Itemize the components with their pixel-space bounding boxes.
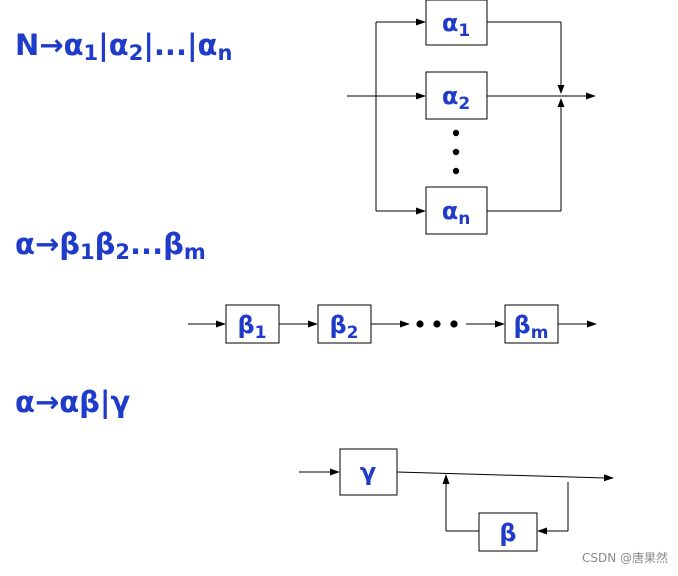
seq-box-m-glyph: β xyxy=(514,311,531,339)
seq-box-m xyxy=(504,304,559,344)
seq-arrow-boxm xyxy=(495,320,505,328)
rule-sequence: α→β1β2...βm xyxy=(15,227,206,264)
rec-exit-arrow xyxy=(604,474,614,482)
seq-box-1-sub: 1 xyxy=(255,323,267,343)
alt-box-2-sub: 2 xyxy=(458,94,470,114)
alt-ellipsis-dot-1 xyxy=(452,129,460,137)
watermark: CSDN @唐果然 xyxy=(581,551,668,565)
rule2-betam: β xyxy=(163,227,184,261)
alt-box-1-glyph: α xyxy=(442,9,459,37)
rule1-alpha1-sub: 1 xyxy=(84,41,99,65)
alternation-diagram: α1 α2 αn xyxy=(347,0,596,235)
rule1-alpha2: α xyxy=(109,28,129,62)
rule1-alphan-sub: n xyxy=(217,41,232,65)
alt-box-n-glyph: α xyxy=(442,197,459,225)
seq-box-1 xyxy=(225,304,280,344)
rec-gamma-out xyxy=(396,471,607,479)
seq-arrow-box1 xyxy=(216,320,226,328)
rec-beta-box xyxy=(478,512,538,552)
recursion-diagram: γ β xyxy=(299,448,614,552)
alt-box-n-sub: n xyxy=(458,209,470,229)
alt-box-1 xyxy=(425,0,488,46)
sequence-diagram: β1 β2 βm xyxy=(188,304,597,344)
alt-arrow-box2 xyxy=(416,92,426,100)
seq-box-2 xyxy=(317,304,372,344)
seq-box-2-sub: 2 xyxy=(347,323,359,343)
rec-beta-label: β xyxy=(499,519,516,547)
rule3-lhs: α xyxy=(15,385,35,419)
alt-ellipsis-dot-3 xyxy=(452,167,460,175)
rule2-beta2: β xyxy=(95,227,116,261)
rule2-mid: ... xyxy=(130,227,163,261)
alt-box-1-label: α1 xyxy=(442,9,470,41)
rule-recursion: α→αβ|γ xyxy=(15,385,131,419)
alt-box-n-label: αn xyxy=(442,197,471,229)
seq-arrow-box2 xyxy=(308,320,318,328)
seq-ellipsis-dot-3 xyxy=(450,320,458,328)
rule2-betam-sub: m xyxy=(184,240,206,264)
seq-box-1-glyph: β xyxy=(237,311,254,339)
alt-arrow-boxn xyxy=(416,207,426,215)
alt-box-1-sub: 1 xyxy=(458,21,470,41)
seq-ellipsis-dot-2 xyxy=(433,320,441,328)
seq-box-2-label: β2 xyxy=(329,311,358,343)
rule2-beta2-sub: 2 xyxy=(115,240,130,264)
rule1-alpha2-sub: 2 xyxy=(129,41,144,65)
rule-alternation: N→α1|α2|...|αn xyxy=(15,28,232,65)
rule2-beta1: β xyxy=(59,227,80,261)
rule1-alpha1: α xyxy=(64,28,84,62)
rec-loop-arrow-up xyxy=(442,474,450,484)
seq-box-m-sub: m xyxy=(531,323,549,343)
rule1-lhs: N xyxy=(15,28,39,62)
alt-box-n xyxy=(425,186,488,235)
rule1-sep: | xyxy=(98,28,109,62)
alt-merge-arrow-down xyxy=(557,85,565,94)
rule3-arrow: → xyxy=(35,385,59,419)
alt-box-2-label: α2 xyxy=(442,82,470,114)
alt-box-2 xyxy=(425,71,488,120)
rule1-alphan: α xyxy=(198,28,218,62)
rule2-beta1-sub: 1 xyxy=(80,240,95,264)
rule1-arrow: → xyxy=(39,28,63,62)
alt-arrow-box1 xyxy=(416,18,426,26)
seq-exit-arrow xyxy=(587,320,597,328)
alt-exit-arrow xyxy=(586,92,596,100)
rec-gamma-box xyxy=(339,448,398,496)
alt-merge-arrow-up xyxy=(557,98,565,107)
rec-gamma-label: γ xyxy=(360,458,376,486)
alt-box-2-glyph: α xyxy=(442,82,459,110)
seq-arrow-dots xyxy=(400,320,410,328)
rule2-arrow: → xyxy=(35,227,59,261)
seq-box-2-glyph: β xyxy=(329,311,346,339)
rec-arrow-beta xyxy=(537,527,547,535)
seq-ellipsis-dot-1 xyxy=(416,320,424,328)
rule2-lhs: α xyxy=(15,227,35,261)
rule3-body: αβ|γ xyxy=(59,385,130,419)
seq-box-m-label: βm xyxy=(514,311,549,343)
rule1-mid: |...| xyxy=(143,28,197,62)
alt-ellipsis-dot-2 xyxy=(452,148,460,156)
rec-arrow-gamma xyxy=(330,468,340,476)
seq-box-1-label: β1 xyxy=(237,311,266,343)
